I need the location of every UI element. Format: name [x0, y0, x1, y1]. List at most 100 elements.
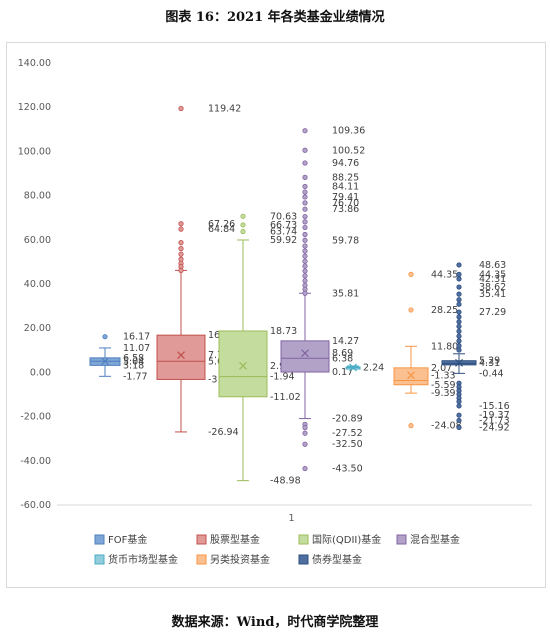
outlier-point	[408, 271, 414, 277]
data-label: -5.59	[431, 380, 456, 391]
data-label: 6.38	[332, 353, 353, 364]
data-label: 94.76	[332, 158, 359, 169]
outlier-point	[302, 147, 308, 153]
outlier-point	[456, 309, 462, 315]
outlier-point	[178, 221, 184, 227]
legend-swatch	[396, 534, 407, 545]
data-label: 2.24	[363, 362, 384, 373]
legend-swatch	[196, 554, 207, 565]
mean-marker	[407, 371, 415, 380]
outlier-point	[408, 423, 414, 429]
data-label: -11.02	[270, 392, 301, 403]
outlier-point	[456, 328, 462, 334]
data-label: -24.08	[431, 421, 462, 432]
outlier-point	[240, 222, 246, 228]
outlier-point	[302, 465, 308, 472]
outlier-point	[456, 403, 462, 409]
outlier-point	[102, 334, 108, 340]
outlier-point	[178, 240, 184, 246]
data-label: 44.35	[431, 269, 458, 280]
mean-marker	[177, 351, 185, 360]
data-label: 76.70	[332, 198, 359, 209]
data-label: 42.31	[479, 274, 506, 285]
outlier-point	[302, 219, 308, 225]
data-label: 4.31	[479, 358, 500, 369]
outlier-point	[302, 258, 308, 264]
data-label: 64.84	[208, 224, 235, 235]
outlier-point	[302, 278, 308, 284]
legend-swatch	[298, 534, 309, 545]
data-label: 63.74	[270, 227, 297, 238]
mean-marker	[101, 357, 109, 366]
outlier-point	[178, 246, 184, 252]
data-label: 16.17	[123, 332, 150, 343]
outlier-point	[456, 314, 462, 320]
y-tick-label: 40.00	[24, 279, 51, 290]
outlier-point	[302, 243, 308, 249]
outlier-point	[178, 251, 184, 257]
figure-title: 图表 16：2021 年各类基金业绩情况	[165, 10, 385, 25]
data-label: 84.11	[332, 182, 359, 193]
data-label: 6.58	[123, 353, 144, 364]
data-label: -9.39	[431, 388, 456, 399]
box	[280, 340, 330, 373]
y-tick-label: -20.00	[20, 412, 51, 423]
outlier-point	[456, 301, 462, 307]
data-label: -32.50	[332, 439, 363, 450]
mean-marker	[349, 363, 357, 372]
outlier-point	[240, 228, 246, 235]
y-tick-label: 0.00	[30, 367, 51, 378]
outlier-point	[456, 323, 462, 330]
data-label: 67.26	[208, 219, 235, 230]
outlier-point	[456, 343, 462, 349]
outlier-point	[302, 213, 308, 220]
data-label: 18.73	[270, 326, 297, 337]
figure-source: 数据来源：Wind，时代商学院整理	[171, 615, 379, 630]
outlier-point	[456, 347, 462, 353]
data-label: -24.92	[479, 422, 510, 433]
outlier-point	[456, 424, 462, 431]
legend-label: 混合型基金	[410, 533, 460, 546]
data-label: 100.52	[332, 145, 365, 156]
mean-marker	[239, 361, 247, 370]
data-label: 79.41	[332, 192, 359, 203]
mean-marker	[301, 349, 309, 358]
outlier-point	[302, 206, 308, 212]
outlier-point	[302, 183, 308, 190]
data-label: 3.18	[123, 360, 144, 371]
outlier-point	[302, 224, 308, 231]
outlier-point	[302, 290, 308, 296]
legend-label: 国际(QDII)基金	[312, 533, 381, 546]
legend-label: 另类投资基金	[210, 553, 270, 566]
outlier-point	[178, 256, 184, 262]
data-label: 88.25	[332, 172, 359, 183]
outlier-point	[456, 291, 462, 297]
data-label: -15.16	[479, 401, 510, 412]
outlier-point	[178, 226, 184, 232]
outlier-point	[302, 248, 308, 254]
data-label: 5.04	[123, 356, 144, 367]
box	[218, 330, 268, 398]
data-label: 8.69	[332, 348, 353, 359]
data-label: -48.98	[270, 476, 301, 487]
data-label: 70.63	[270, 211, 297, 222]
outlier-point	[456, 262, 462, 268]
data-label: -26.94	[208, 427, 239, 438]
data-label: -1.94	[270, 372, 295, 383]
outlier-point	[302, 263, 308, 269]
data-label: -21.73	[479, 415, 510, 426]
outlier-point	[302, 441, 308, 447]
outlier-point	[456, 319, 462, 325]
data-label: 119.42	[208, 103, 241, 114]
outlier-point	[456, 333, 462, 339]
data-label: 35.81	[332, 288, 359, 299]
legend-label: 货币市场型基金	[108, 553, 178, 566]
box	[393, 367, 429, 386]
data-label: 48.63	[479, 260, 506, 271]
outlier-point	[302, 430, 308, 436]
data-label: 44.35	[479, 269, 506, 280]
outlier-point	[456, 284, 462, 290]
outlier-point	[456, 276, 462, 282]
y-tick-label: 120.00	[18, 102, 51, 113]
